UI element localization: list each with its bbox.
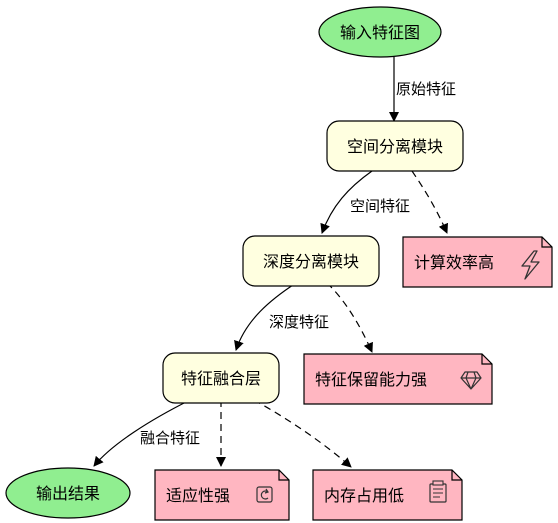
- edge-label-depth-features: 深度特征: [269, 313, 329, 331]
- node-fusion-label: 特征融合层: [181, 369, 261, 388]
- edge-fusion-to-output: [93, 399, 191, 467]
- edge-label-original-features: 原始特征: [396, 80, 456, 98]
- note-edge-depth-retention: [326, 282, 373, 353]
- edge-spatial-to-depth: [320, 170, 373, 234]
- node-output-result: 输出结果: [5, 467, 131, 519]
- note-strong-adaptability: 适应性强: [154, 469, 290, 521]
- node-feature-fusion-layer: 特征融合层: [162, 352, 280, 404]
- note-low-memory-usage: 内存占用低: [312, 469, 463, 521]
- note-memory-label: 内存占用低: [324, 486, 404, 505]
- edge-label-spatial-features: 空间特征: [350, 197, 410, 215]
- diamond-icon: [460, 371, 482, 390]
- edge-label-fused-features: 融合特征: [140, 429, 200, 447]
- note-strong-feature-retention: 特征保留能力强: [303, 353, 493, 405]
- lightning-icon: [521, 250, 540, 280]
- note-edge-spatial-efficiency: [411, 170, 448, 234]
- edge-depth-to-fusion: [234, 282, 297, 351]
- note-retention-label: 特征保留能力强: [315, 370, 427, 389]
- note-edge-fusion-memory: [253, 399, 352, 468]
- node-output-label: 输出结果: [36, 484, 100, 503]
- node-input-feature-map: 输入特征图: [318, 6, 442, 58]
- node-depth-separation-module: 深度分离模块: [242, 235, 380, 287]
- note-efficiency-label: 计算效率高: [414, 253, 494, 272]
- node-depth-label: 深度分离模块: [263, 252, 359, 271]
- document-icon: [429, 480, 447, 503]
- node-input-label: 输入特征图: [340, 23, 420, 42]
- node-spatial-label: 空间分离模块: [347, 137, 443, 156]
- note-adaptive-label: 适应性强: [166, 486, 230, 505]
- node-spatial-separation-module: 空间分离模块: [326, 120, 464, 172]
- refresh-icon: [256, 486, 273, 503]
- note-high-efficiency: 计算效率高: [402, 236, 553, 288]
